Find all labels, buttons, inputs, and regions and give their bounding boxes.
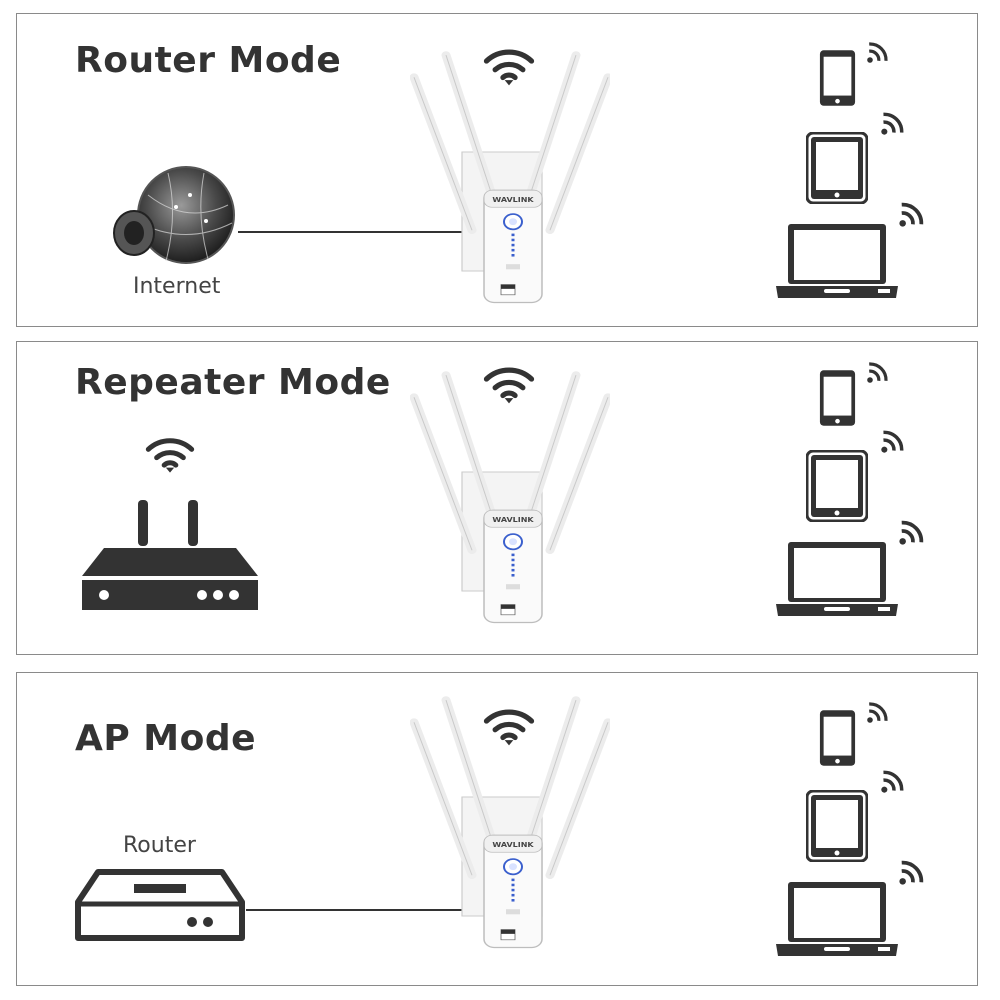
signal-icon xyxy=(880,110,906,136)
source-label: Internet xyxy=(133,274,221,299)
wired-router-icon xyxy=(75,869,245,941)
signal-icon xyxy=(880,768,906,794)
source-label: Router xyxy=(123,833,196,858)
signal-icon xyxy=(866,700,890,724)
mode-title: Repeater Mode xyxy=(75,362,391,403)
signal-icon xyxy=(898,200,926,228)
signal-icon xyxy=(866,40,890,64)
smartphone-icon xyxy=(819,707,856,769)
smartphone-icon xyxy=(819,367,856,429)
signal-icon xyxy=(898,858,926,886)
signal-icon xyxy=(898,518,926,546)
laptop-icon xyxy=(776,880,898,958)
tablet-icon xyxy=(806,132,868,204)
wavlink-extender-image xyxy=(410,370,610,625)
smartphone-icon xyxy=(819,47,856,109)
wireless-router-icon xyxy=(82,500,258,610)
wifi-icon xyxy=(145,437,195,475)
signal-icon xyxy=(866,360,890,384)
tablet-icon xyxy=(806,790,868,862)
laptop-icon xyxy=(776,540,898,618)
connection-line xyxy=(246,909,468,911)
mode-title: Router Mode xyxy=(75,40,342,81)
laptop-icon xyxy=(776,222,898,300)
globe-internet-icon xyxy=(113,166,235,264)
connection-line xyxy=(238,231,468,233)
mode-title: AP Mode xyxy=(75,718,257,759)
wavlink-extender-image xyxy=(410,50,610,305)
signal-icon xyxy=(880,428,906,454)
wavlink-extender-image xyxy=(410,695,610,950)
tablet-icon xyxy=(806,450,868,522)
